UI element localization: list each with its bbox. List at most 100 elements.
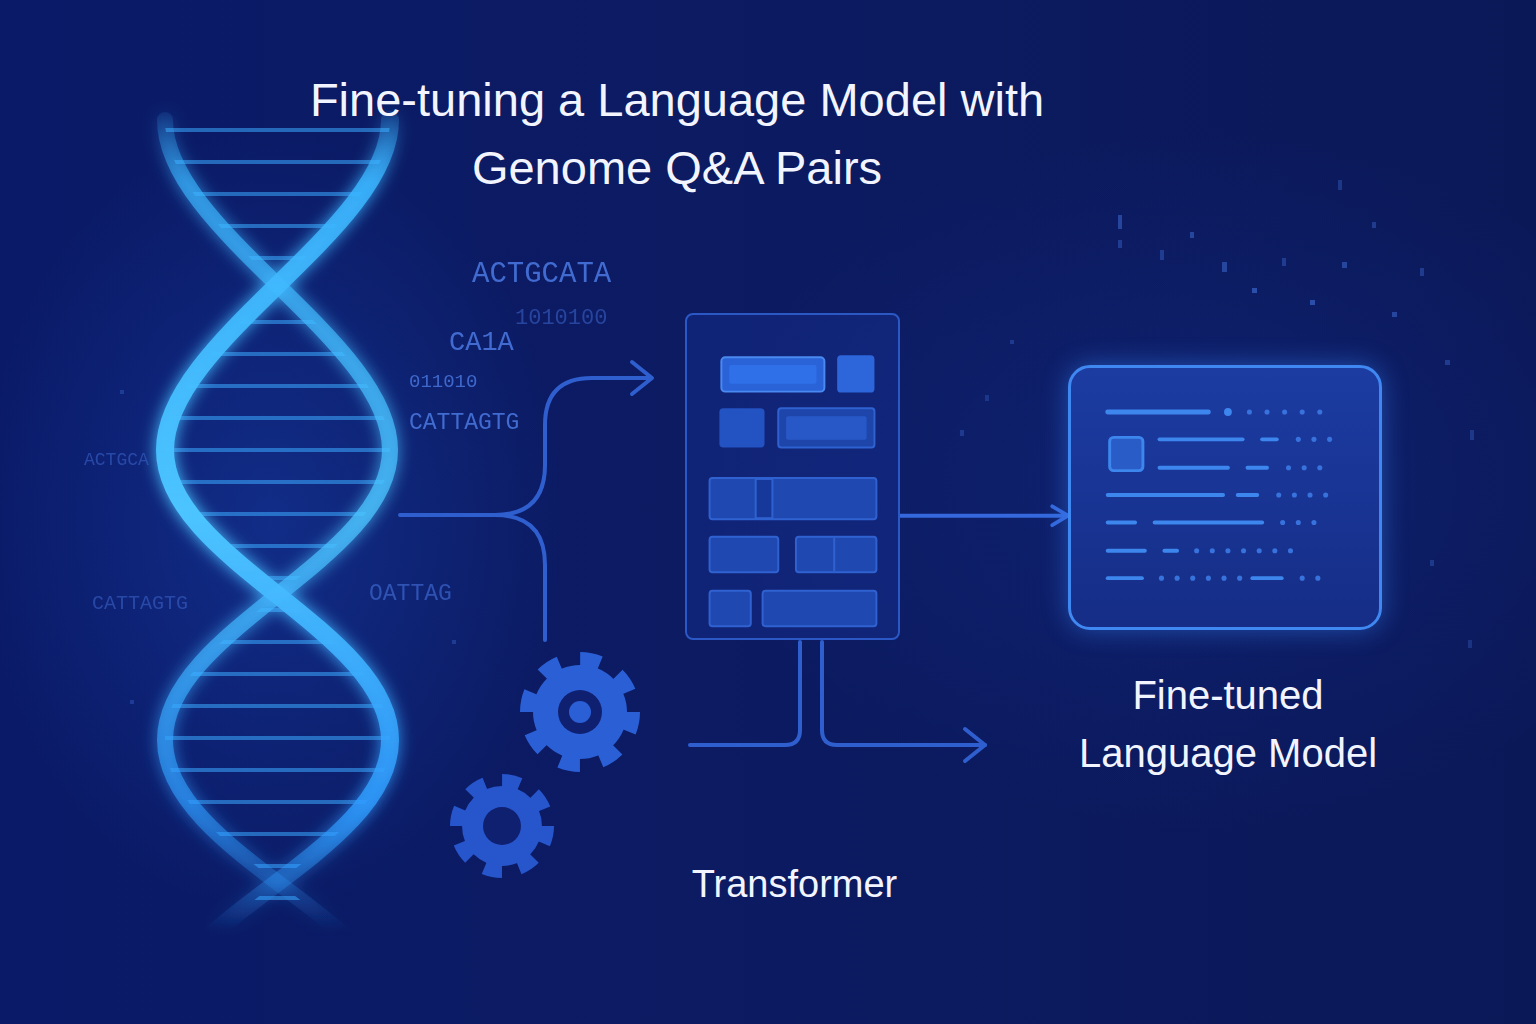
gear-hole <box>483 807 521 845</box>
transformer-box: Transformer <box>685 313 900 640</box>
gear-icon <box>528 660 632 764</box>
layer-block <box>837 355 874 392</box>
particle <box>985 395 989 401</box>
gear-teeth <box>528 660 632 764</box>
ui-dot <box>1300 576 1305 581</box>
sequence-text: ACTGCATA <box>472 258 611 293</box>
ui-dot <box>1282 409 1287 414</box>
ui-dot <box>1276 493 1281 498</box>
ui-line <box>1155 520 1263 524</box>
model-window <box>1071 368 1379 627</box>
sequence-holder: ACTGCA <box>84 450 149 472</box>
particle <box>1372 222 1376 228</box>
ui-dot <box>1210 548 1215 553</box>
data-particles <box>120 180 1474 704</box>
particle <box>1470 430 1474 440</box>
ui-dot <box>1190 576 1195 581</box>
particle <box>1468 640 1472 648</box>
layer-block <box>719 408 764 447</box>
ui-dot <box>1272 548 1277 553</box>
ui-dot <box>1317 465 1322 470</box>
transformer-blocks <box>687 315 898 638</box>
layer-block <box>721 357 824 391</box>
layer-block <box>729 365 816 384</box>
sequence-holder: CATTAGTG <box>409 410 519 438</box>
gear-body <box>533 665 627 759</box>
sequence-text: 011010 <box>409 371 477 394</box>
ui-dot <box>1257 548 1262 553</box>
sequence-text: OATTAG <box>369 581 452 609</box>
particle <box>960 430 964 436</box>
ui-icon <box>1110 437 1143 470</box>
ui-dot <box>1315 576 1320 581</box>
particle <box>1420 268 1424 276</box>
particle <box>452 640 456 644</box>
gear-hub <box>569 701 591 723</box>
gear-hole <box>558 690 602 734</box>
ui-dot <box>1247 409 1252 414</box>
ui-dot <box>1323 493 1328 498</box>
sequence-text: CATTAGTG <box>409 410 519 438</box>
ui-dot <box>1292 493 1297 498</box>
layer-block <box>778 408 874 447</box>
particle <box>1222 262 1227 272</box>
layer-block <box>786 416 866 440</box>
ui-dot <box>1288 548 1293 553</box>
ui-dot <box>1317 409 1322 414</box>
ui-line <box>1108 576 1142 580</box>
ui-dot <box>1286 465 1291 470</box>
ui-line <box>1247 466 1267 470</box>
sequence-holder: 011010 <box>409 371 477 394</box>
particle <box>1010 340 1014 344</box>
particle <box>1118 240 1122 248</box>
ui-line <box>1238 493 1258 497</box>
ui-line <box>1108 410 1209 415</box>
ui-dot <box>1224 408 1232 416</box>
ui-line <box>1262 437 1277 441</box>
ui-line <box>1108 493 1223 497</box>
ui-line <box>1108 549 1145 553</box>
ui-line <box>1164 549 1177 553</box>
ui-line <box>1108 520 1135 524</box>
layer-block <box>796 537 876 572</box>
particle <box>1392 312 1397 317</box>
ui-dot <box>1296 520 1301 525</box>
particle <box>1430 560 1434 566</box>
ui-dot <box>1225 548 1230 553</box>
ui-dot <box>1237 576 1242 581</box>
sequence-holder: 1010100 <box>515 306 607 332</box>
ui-dot <box>1264 409 1269 414</box>
ui-dot <box>1311 520 1316 525</box>
particle <box>1310 300 1315 305</box>
gear-icon <box>457 781 547 871</box>
ui-dot <box>1311 437 1316 442</box>
arrow-head <box>632 362 652 394</box>
node-text-holder: Fine-tuned Language Model <box>1038 666 1418 782</box>
sequence-holder: CATTAGTG <box>92 592 188 616</box>
particle <box>1160 250 1164 260</box>
particle <box>1445 360 1450 365</box>
title-holder: Fine-tuning a Language Model with Genome… <box>177 66 1177 202</box>
particle <box>1118 215 1122 229</box>
node-label: Fine-tuned Language Model <box>1038 666 1418 782</box>
layer-divider <box>833 538 835 571</box>
particle <box>1338 180 1342 190</box>
particle <box>130 700 134 704</box>
flow-arrow <box>900 514 1068 518</box>
node-label: Transformer <box>587 861 1002 907</box>
sequence-text: CA1A <box>449 327 514 359</box>
layer-block <box>763 591 877 626</box>
sequence-holder: ACTGCATA <box>472 258 611 293</box>
ui-line <box>1160 466 1228 470</box>
particle <box>1282 258 1286 266</box>
input-line <box>400 378 650 515</box>
ui-dot <box>1241 548 1246 553</box>
helix-strand <box>165 120 390 1010</box>
diagram-title: Fine-tuning a Language Model with Genome… <box>227 66 1127 202</box>
arrow-head <box>965 729 985 761</box>
ui-dot <box>1280 520 1285 525</box>
ui-dot <box>1194 548 1199 553</box>
gear-body <box>462 786 542 866</box>
particle <box>1252 288 1257 293</box>
ui-dot <box>1300 409 1305 414</box>
